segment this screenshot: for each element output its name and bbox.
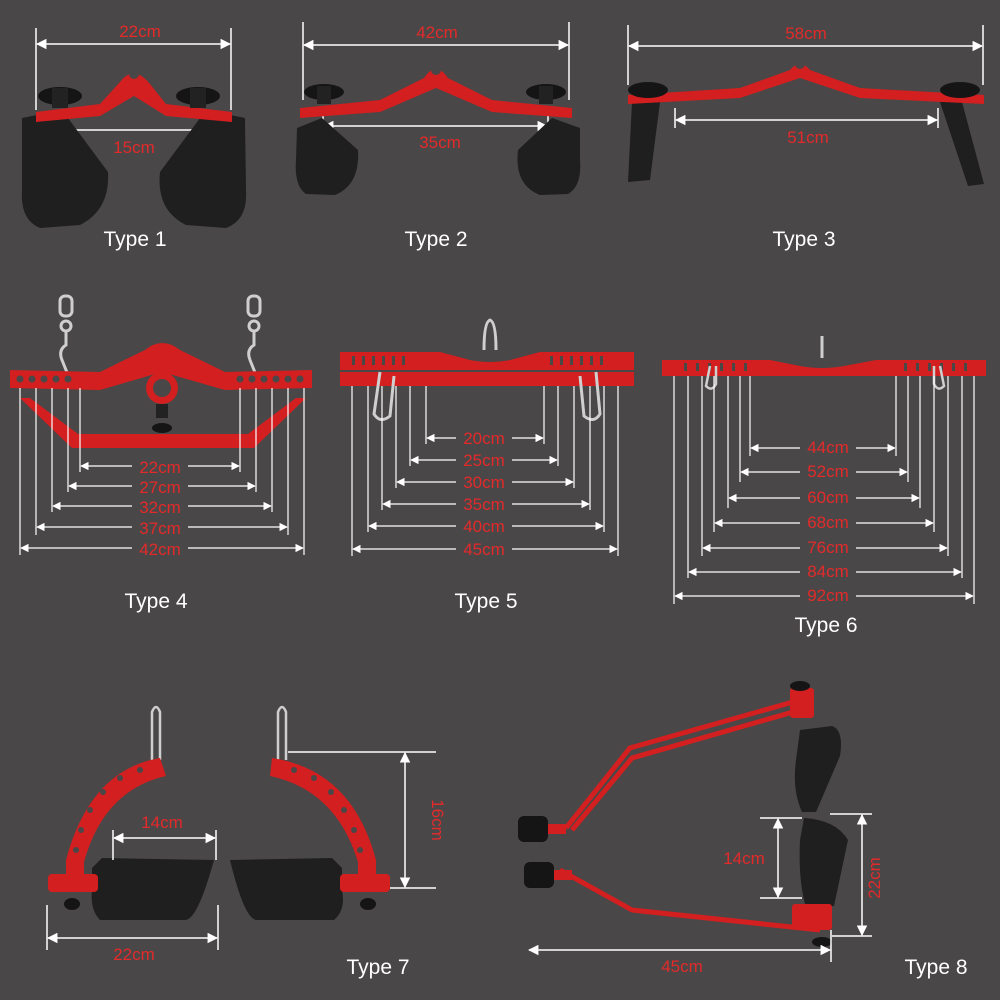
type-1-grip-width: 15cm: [113, 138, 155, 157]
type-6-dim-6: 84cm: [807, 562, 849, 581]
type-2-grip-width: 35cm: [419, 133, 461, 152]
type-4-dim-3: 32cm: [139, 498, 181, 517]
type-4-dim-4: 37cm: [139, 519, 181, 538]
type-6-dim-7: 92cm: [807, 586, 849, 605]
type-4-dim-5: 42cm: [139, 540, 181, 559]
type-3-label: Type 3: [772, 228, 835, 251]
type-7-pad-width: 14cm: [141, 813, 183, 832]
type-5-dim-6: 45cm: [463, 540, 505, 559]
type-5-dim-4: 35cm: [463, 495, 505, 514]
type-2-overall-width: 42cm: [416, 23, 458, 42]
type-7-label: Type 7: [346, 956, 409, 979]
type-5-dim-1: 20cm: [463, 429, 505, 448]
type-5-dim-3: 30cm: [463, 473, 505, 492]
type-4-dim-2: 27cm: [139, 478, 181, 497]
type-6-dim-3: 60cm: [807, 488, 849, 507]
type-1-label: Type 1: [103, 228, 166, 251]
type-5-label: Type 5: [454, 590, 517, 613]
type-2-label: Type 2: [404, 228, 467, 251]
type-3-attachment: 58cm 51cm Type 3: [627, 24, 984, 251]
type-8-label: Type 8: [904, 956, 967, 979]
type-5-attachment: 20cm 25cm 30cm 35cm 40cm 45cm Type 5: [340, 318, 634, 613]
type-1-overall-width: 22cm: [119, 22, 161, 41]
type-7-attachment: 14cm 16cm 22cm Type 7: [46, 705, 447, 979]
type-5-dim-2: 25cm: [463, 451, 505, 470]
type-6-dim-5: 76cm: [807, 538, 849, 557]
type-3-grip-width: 51cm: [787, 128, 829, 147]
type-6-dim-1: 44cm: [807, 438, 849, 457]
type-1-attachment: 22cm 15cm Type 1: [21, 22, 247, 251]
type-2-attachment: 42cm 35cm Type 2: [295, 22, 581, 251]
type-6-label: Type 6: [794, 614, 857, 637]
type-7-height: 16cm: [428, 799, 447, 841]
type-8-height: 22cm: [865, 857, 884, 899]
type-3-overall-width: 58cm: [785, 24, 827, 43]
type-6-attachment: 44cm 52cm 60cm 68cm 76cm 84cm 92cm Type …: [662, 336, 986, 637]
type-7-overall-width: 22cm: [113, 945, 155, 964]
type-4-label: Type 4: [124, 590, 187, 613]
type-8-pad-height: 14cm: [723, 849, 765, 868]
type-5-dim-5: 40cm: [463, 517, 505, 536]
type-6-dim-4: 68cm: [807, 513, 849, 532]
type-8-overall-length: 45cm: [661, 957, 703, 976]
type-4-attachment: 22cm 27cm 32cm 37cm 42cm Type 4: [10, 294, 312, 613]
type-8-attachment: 14cm 22cm 45cm Type 8: [518, 681, 968, 979]
type-6-dim-2: 52cm: [807, 462, 849, 481]
type-4-dim-1: 22cm: [139, 458, 181, 477]
